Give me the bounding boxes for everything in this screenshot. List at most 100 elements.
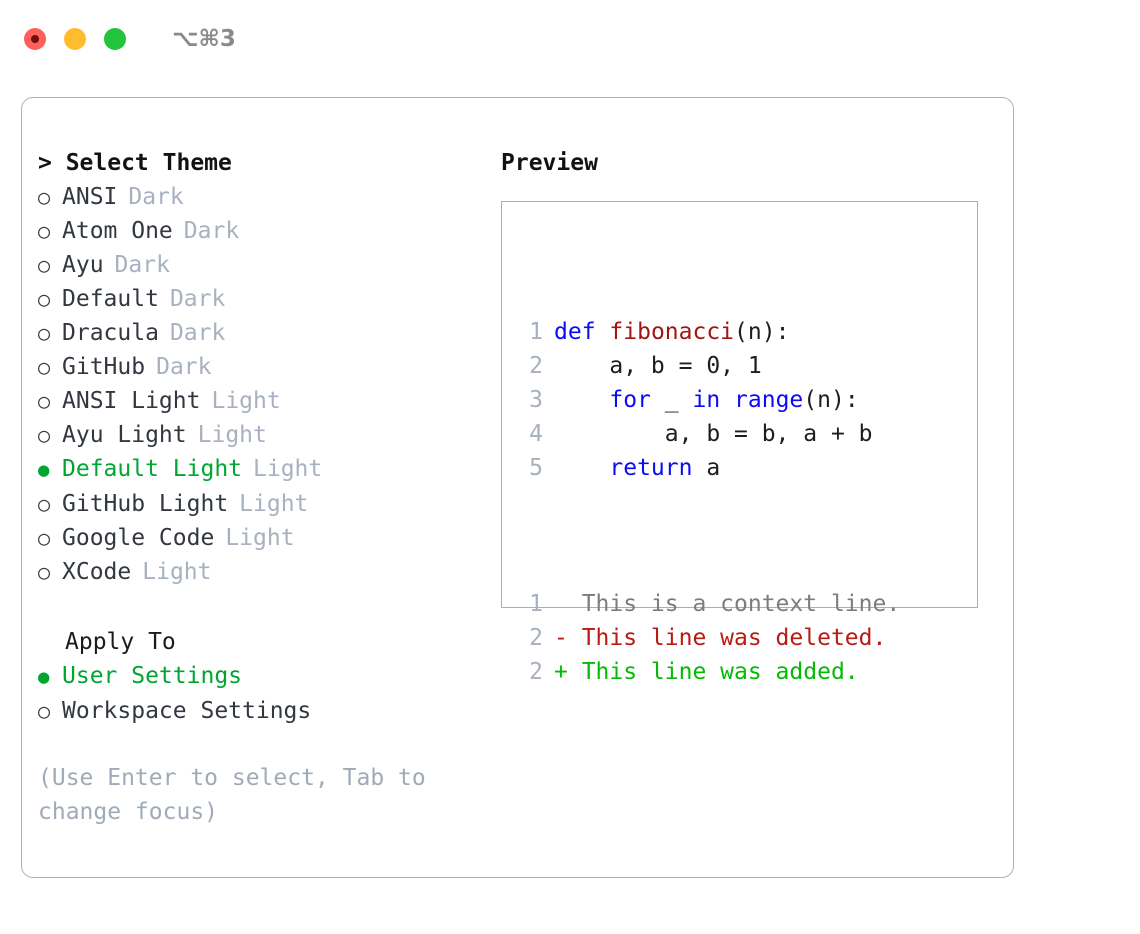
theme-option-google-code[interactable]: ○ Google Code Light	[38, 521, 488, 555]
code-line: 4 a, b = b, a + b	[516, 417, 900, 451]
diff-line: 2 + This line was added.	[516, 655, 900, 689]
theme-option-ansi[interactable]: ○ ANSI Dark	[38, 180, 488, 214]
radio-unselected-icon: ○	[38, 185, 51, 209]
apply-to-heading: Apply To	[65, 629, 176, 655]
theme-variant-tag: Dark	[156, 354, 212, 380]
code-token	[720, 387, 734, 413]
theme-option-label: GitHub Light	[62, 491, 229, 517]
theme-option-label: Google Code	[62, 525, 215, 551]
radio-unselected-icon: ○	[38, 253, 51, 277]
theme-variant-tag: Light	[142, 559, 212, 585]
code-token: return	[609, 455, 693, 481]
line-number: 5	[529, 455, 543, 481]
radio-selected-icon: ●	[38, 459, 50, 481]
theme-option-label: ANSI	[62, 184, 118, 210]
radio-selected-icon: ●	[38, 666, 50, 688]
apply-to-option-user-settings[interactable]: ● User Settings	[38, 659, 488, 694]
theme-option-ayu-light[interactable]: ○ Ayu Light Light	[38, 418, 488, 452]
theme-option-label: ANSI Light	[62, 388, 201, 414]
apply-to-list[interactable]: ● User Settings ○ Workspace Settings	[38, 659, 488, 728]
close-button[interactable]	[24, 28, 46, 50]
code-line-text: return a	[554, 451, 720, 485]
window-controls	[24, 28, 126, 50]
theme-variant-tag: Light	[211, 388, 281, 414]
page-title: > Select Theme	[38, 150, 232, 176]
code-line: 1 def fibonacci(n):	[516, 315, 900, 349]
code-token: _	[650, 387, 693, 413]
code-line-text: a, b = 0, 1	[554, 349, 762, 383]
theme-option-github[interactable]: ○ GitHub Dark	[38, 350, 488, 384]
code-token	[554, 387, 609, 413]
radio-unselected-icon: ○	[38, 287, 51, 311]
theme-variant-tag: Light	[197, 422, 267, 448]
line-number: 2	[529, 625, 543, 651]
theme-option-label: Dracula	[62, 320, 159, 346]
preview-title: Preview	[501, 150, 598, 176]
apply-to-option-workspace-settings[interactable]: ○ Workspace Settings	[38, 694, 488, 728]
theme-option-dracula[interactable]: ○ Dracula Dark	[38, 316, 488, 350]
code-line: 5 return a	[516, 451, 900, 485]
diff-line-text: This is a context line.	[554, 591, 901, 617]
line-number: 3	[529, 387, 543, 413]
theme-variant-tag: Light	[225, 525, 295, 551]
code-token: (n):	[734, 319, 790, 345]
theme-option-label: GitHub	[62, 354, 146, 380]
theme-variant-tag: Light	[253, 456, 323, 482]
keyboard-shortcut-label: ⌥⌘3	[172, 26, 236, 52]
line-number: 2	[529, 353, 543, 379]
diff-line: 2 - This line was deleted.	[516, 621, 900, 655]
maximize-button[interactable]	[104, 28, 126, 50]
diff-block: 1 This is a context line. 2 - This line wa…	[516, 587, 900, 689]
apply-to-option-label: Workspace Settings	[62, 698, 312, 724]
code-token: range	[734, 387, 804, 413]
apply-to-option-label: User Settings	[62, 663, 243, 689]
diff-line-text: - This line was deleted.	[554, 625, 887, 651]
theme-option-default-light[interactable]: ● Default Light Light	[38, 452, 488, 487]
line-number: 1	[529, 591, 543, 617]
radio-unselected-icon: ○	[38, 219, 51, 243]
line-number: 4	[529, 421, 543, 447]
keyboard-hint: (Use Enter to select, Tab to change focu…	[38, 765, 440, 825]
theme-option-label: Ayu Light	[62, 422, 187, 448]
code-line-text: for _ in range(n):	[554, 383, 859, 417]
theme-variant-tag: Dark	[169, 320, 226, 346]
theme-option-label: Default	[62, 286, 159, 312]
diff-line: 1 This is a context line.	[516, 587, 900, 621]
theme-option-label: XCode	[62, 559, 132, 585]
minimize-button[interactable]	[64, 28, 86, 50]
radio-unselected-icon: ○	[38, 699, 51, 723]
radio-unselected-icon: ○	[38, 321, 51, 345]
radio-unselected-icon: ○	[38, 423, 51, 447]
section-spacer	[38, 589, 488, 625]
line-number: 1	[529, 319, 543, 345]
theme-variant-tag: Dark	[128, 184, 184, 210]
code-token: (n):	[803, 387, 859, 413]
code-token: fibonacci	[609, 319, 735, 345]
code-token: in	[692, 387, 721, 413]
theme-variant-tag: Dark	[114, 252, 170, 278]
line-number: 2	[529, 659, 543, 685]
theme-variant-tag: Light	[239, 491, 309, 517]
code-line: 3 for _ in range(n):	[516, 383, 900, 417]
theme-option-default[interactable]: ○ Default Dark	[38, 282, 488, 316]
theme-variant-tag: Dark	[169, 286, 226, 312]
code-token: def	[554, 319, 596, 345]
diff-line-text: + This line was added.	[554, 659, 859, 685]
code-token: a, b = b, a + b	[554, 421, 873, 447]
radio-unselected-icon: ○	[38, 355, 51, 379]
code-token: a, b = 0, 1	[554, 353, 762, 379]
radio-unselected-icon: ○	[38, 526, 51, 550]
theme-option-label: Default Light	[62, 456, 243, 482]
